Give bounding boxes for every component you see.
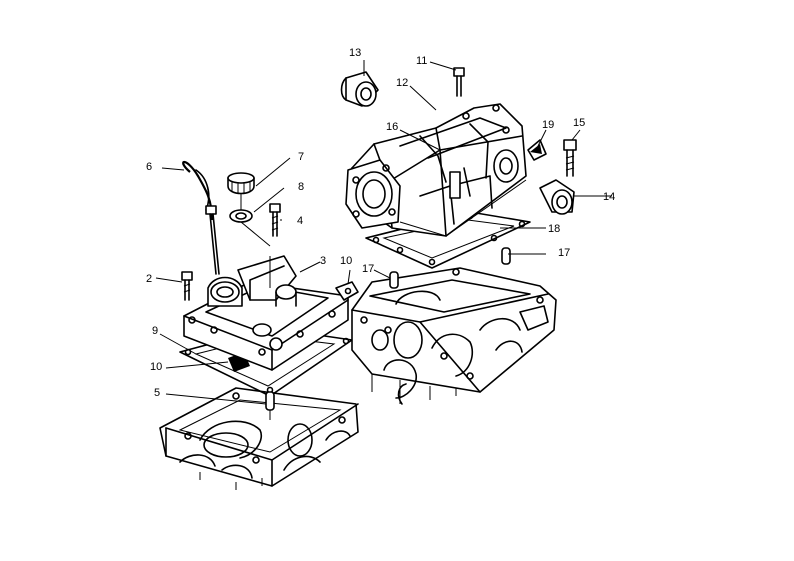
right-upper-housing bbox=[345, 103, 527, 237]
dowel-pin-17a bbox=[389, 271, 399, 289]
callout-10-bottom: 10 bbox=[150, 361, 162, 373]
callout-4: 4 bbox=[297, 215, 303, 227]
bolt-2 bbox=[181, 271, 193, 301]
callout-12: 12 bbox=[396, 77, 408, 89]
dowel-pin-17b bbox=[501, 247, 511, 265]
callout-3: 3 bbox=[320, 255, 326, 267]
callout-labels: 13 11 12 16 19 15 14 18 17 17 6 7 8 4 3 … bbox=[146, 47, 615, 399]
callout-10-top: 10 bbox=[340, 255, 352, 267]
dipstick-6 bbox=[182, 160, 220, 275]
callout-8: 8 bbox=[298, 181, 304, 193]
callout-15: 15 bbox=[573, 117, 585, 129]
callout-14: 14 bbox=[603, 191, 615, 203]
bolt-4 bbox=[269, 203, 281, 237]
callout-11: 11 bbox=[416, 55, 427, 67]
callout-6: 6 bbox=[146, 161, 152, 173]
callout-9: 9 bbox=[152, 325, 158, 337]
callout-5: 5 bbox=[154, 387, 160, 399]
callout-18: 18 bbox=[548, 223, 560, 235]
callout-7: 7 bbox=[298, 151, 304, 163]
breather-19 bbox=[527, 139, 547, 161]
bolt-15 bbox=[563, 139, 577, 177]
callout-19: 19 bbox=[542, 119, 554, 131]
callout-17-left: 17 bbox=[362, 263, 374, 275]
sleeve-14 bbox=[539, 179, 575, 215]
sleeve-13 bbox=[340, 71, 379, 107]
left-cover bbox=[183, 255, 359, 371]
right-lower-housing bbox=[351, 267, 557, 405]
callout-13: 13 bbox=[349, 47, 361, 59]
washer-8 bbox=[229, 209, 253, 223]
callout-17-right: 17 bbox=[558, 247, 570, 259]
dowel-pin-5 bbox=[265, 391, 275, 420]
bolt-11 bbox=[453, 67, 465, 97]
callout-2: 2 bbox=[146, 273, 152, 285]
filler-cap-7 bbox=[227, 172, 255, 195]
callout-16: 16 bbox=[386, 121, 398, 133]
leader-lines bbox=[155, 60, 612, 405]
left-lower-housing bbox=[159, 387, 359, 490]
